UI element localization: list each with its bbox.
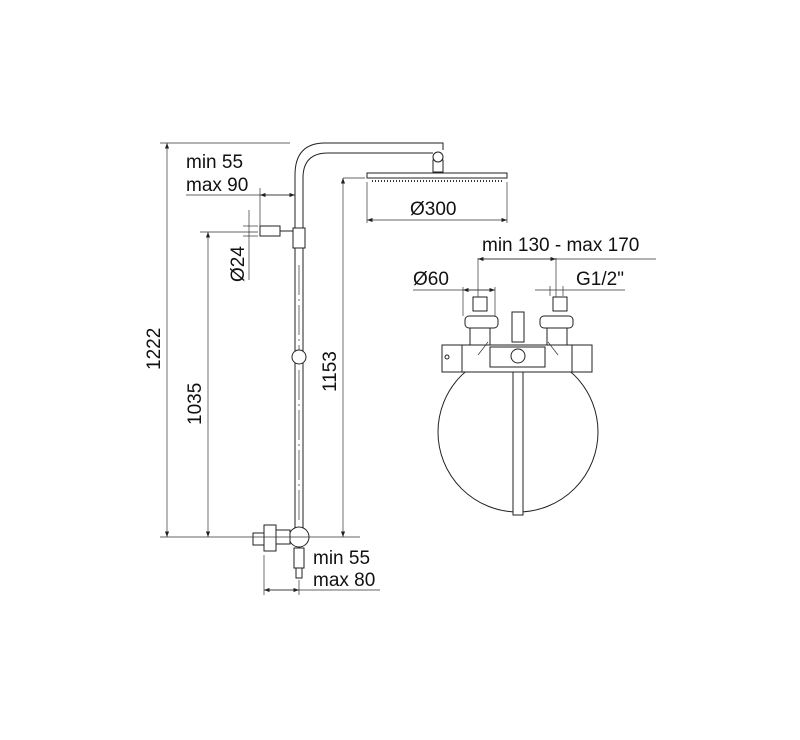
side-dimension-lines (160, 142, 508, 595)
thread-label: G1/2" (576, 269, 624, 290)
mixer-offset-min-label: min 55 (313, 548, 370, 569)
escutcheon-diameter-label: Ø60 (413, 269, 449, 290)
inlet-spacing-label: min 130 - max 170 (482, 235, 639, 256)
total-height-label: 1222 (144, 328, 165, 370)
head-diameter-label: Ø300 (410, 199, 456, 220)
mixer-offset-max-label: max 80 (313, 570, 375, 591)
arm-offset-max-label: max 90 (186, 175, 248, 196)
arm-offset-min-label: min 55 (186, 152, 243, 173)
pipe-diameter-label: Ø24 (228, 246, 249, 282)
bracket-height-label: 1035 (185, 383, 206, 425)
front-view (413, 256, 656, 516)
head-height-label: 1153 (320, 351, 341, 392)
side-view-column (252, 142, 508, 579)
